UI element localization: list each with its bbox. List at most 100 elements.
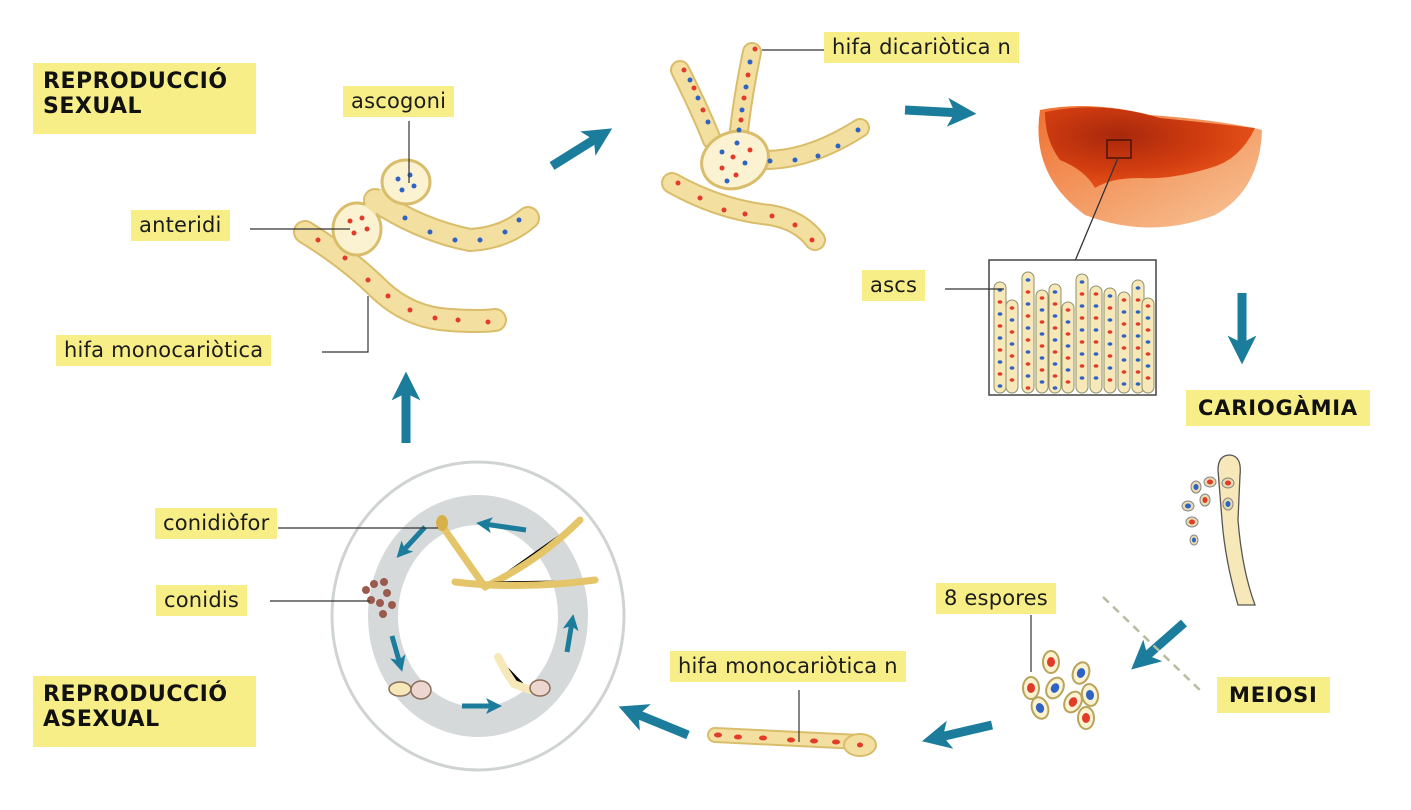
ascus-nucleus xyxy=(1025,374,1031,378)
ascus-nucleus xyxy=(1135,370,1141,374)
ascocarp-illustration xyxy=(1038,106,1262,262)
eight-spores-illustration xyxy=(1022,650,1100,730)
label-dikaryotic-hypha: hifa dicariòtica n xyxy=(824,32,1020,64)
ascus-nucleus xyxy=(1065,332,1071,336)
spore xyxy=(1022,676,1040,700)
ascus-nucleus xyxy=(1135,346,1141,350)
ascus-nucleus xyxy=(1135,286,1141,290)
ascus-nucleus xyxy=(1052,374,1058,378)
ascus-nucleus xyxy=(1145,352,1151,356)
label-monokaryotic-hypha-n: hifa monocariòtica n xyxy=(670,651,906,683)
ascus-nucleus xyxy=(1039,368,1045,372)
ascus-nucleus xyxy=(1009,354,1015,358)
spore xyxy=(1063,690,1083,714)
ascus-nucleus xyxy=(1025,362,1031,366)
ascus-nucleus xyxy=(1065,368,1071,372)
label-asci: ascs xyxy=(862,270,926,302)
ascus-tube xyxy=(1089,285,1103,394)
ascus-nucleus xyxy=(1135,358,1141,362)
label-ascogonium: ascogoni xyxy=(343,86,455,118)
ascus-nucleus xyxy=(997,312,1003,316)
ascus-nucleus xyxy=(1079,340,1085,344)
spore xyxy=(1042,650,1060,674)
spore xyxy=(1045,676,1065,700)
ascus-nucleus xyxy=(1065,308,1071,312)
ascus-nucleus xyxy=(1135,382,1141,386)
ascus-nucleus xyxy=(1009,306,1015,310)
ascus-tube xyxy=(1005,299,1019,394)
arrow-to-asexual xyxy=(618,704,690,740)
ascus-nucleus xyxy=(1039,344,1045,348)
arrow-to-dikaryon xyxy=(549,128,613,170)
spore xyxy=(1071,661,1091,685)
ascus-nucleus xyxy=(1079,364,1085,368)
ascus-nucleus xyxy=(1093,292,1099,296)
ascus-nucleus xyxy=(1079,280,1085,284)
ascus-nucleus xyxy=(1052,386,1058,390)
ascus-nucleus xyxy=(1107,306,1113,310)
ascus-nucleus xyxy=(1107,330,1113,334)
ascus-nucleus xyxy=(1107,378,1113,382)
ascus-nucleus xyxy=(1079,328,1085,332)
ascus-nucleus xyxy=(1079,304,1085,308)
ascus-nucleus xyxy=(1107,342,1113,346)
ascus-nucleus xyxy=(997,384,1003,388)
ascus-nucleus xyxy=(1065,356,1071,360)
ascus-nucleus xyxy=(1052,350,1058,354)
ascus-nucleus xyxy=(1065,380,1071,384)
ascus-nucleus xyxy=(997,360,1003,364)
ascus-nucleus xyxy=(1093,328,1099,332)
ascus-nucleus xyxy=(1093,316,1099,320)
label-monokaryotic-hypha: hifa monocariòtica xyxy=(56,335,272,367)
ascus-nucleus xyxy=(1039,332,1045,336)
spore xyxy=(1030,696,1050,720)
ascus-nucleus xyxy=(1145,364,1151,368)
leader-lines xyxy=(250,49,1032,742)
label-antheridium: anteridi xyxy=(131,210,230,242)
ascus-nucleus xyxy=(1135,334,1141,338)
ascus-nucleus xyxy=(1107,318,1113,322)
asci-magnified-panel xyxy=(988,259,1157,396)
ascus-nucleus xyxy=(1039,308,1045,312)
ascus-nucleus xyxy=(1025,302,1031,306)
ascus-tube xyxy=(1141,297,1155,394)
spore xyxy=(1080,683,1100,707)
ascus-nucleus xyxy=(1093,340,1099,344)
ascus-nucleus xyxy=(1145,304,1151,308)
ascus-tube xyxy=(1021,271,1035,394)
ascus-nucleus xyxy=(1079,376,1085,380)
ascus-tube xyxy=(1117,291,1131,394)
ascus-nucleus xyxy=(1079,316,1085,320)
ascus-nucleus xyxy=(1025,386,1031,390)
ascus-nucleus xyxy=(1025,350,1031,354)
cycle-arrows xyxy=(391,97,1257,749)
stage-meiosis: MEIOSI xyxy=(1217,677,1330,713)
arrow-to-monokaryon-n xyxy=(921,720,994,749)
ascus-nucleus xyxy=(1025,278,1031,282)
ascus-nucleus xyxy=(1121,346,1127,350)
ascus-nucleus xyxy=(1107,366,1113,370)
ascus-tube xyxy=(1075,273,1089,394)
ascus-nucleus xyxy=(1121,358,1127,362)
ascus-nucleus xyxy=(1121,310,1127,314)
label-eight-spores: 8 espores xyxy=(936,583,1056,615)
ascus-nucleus xyxy=(1121,382,1127,386)
ascus-nucleus xyxy=(1121,370,1127,374)
ascus-nucleus xyxy=(1079,292,1085,296)
ascus-nucleus xyxy=(1107,354,1113,358)
stage-karyogamy: CARIOGÀMIA xyxy=(1186,390,1370,426)
ascus-releasing-spores xyxy=(1102,454,1256,694)
ascus-nucleus xyxy=(1145,340,1151,344)
ascus-nucleus xyxy=(1039,296,1045,300)
ascus-nucleus xyxy=(1145,316,1151,320)
ascus-nucleus xyxy=(997,372,1003,376)
ascus-nucleus xyxy=(997,336,1003,340)
ascus-nucleus xyxy=(1065,344,1071,348)
ascus-nucleus xyxy=(1121,322,1127,326)
ascus-nucleus xyxy=(1039,320,1045,324)
ascus-nucleus xyxy=(1093,376,1099,380)
dikaryotic-hypha-illustration xyxy=(661,42,870,251)
ascus-nucleus xyxy=(1009,342,1015,346)
arrow-to-spores xyxy=(1131,619,1187,670)
ascus-nucleus xyxy=(1039,380,1045,384)
